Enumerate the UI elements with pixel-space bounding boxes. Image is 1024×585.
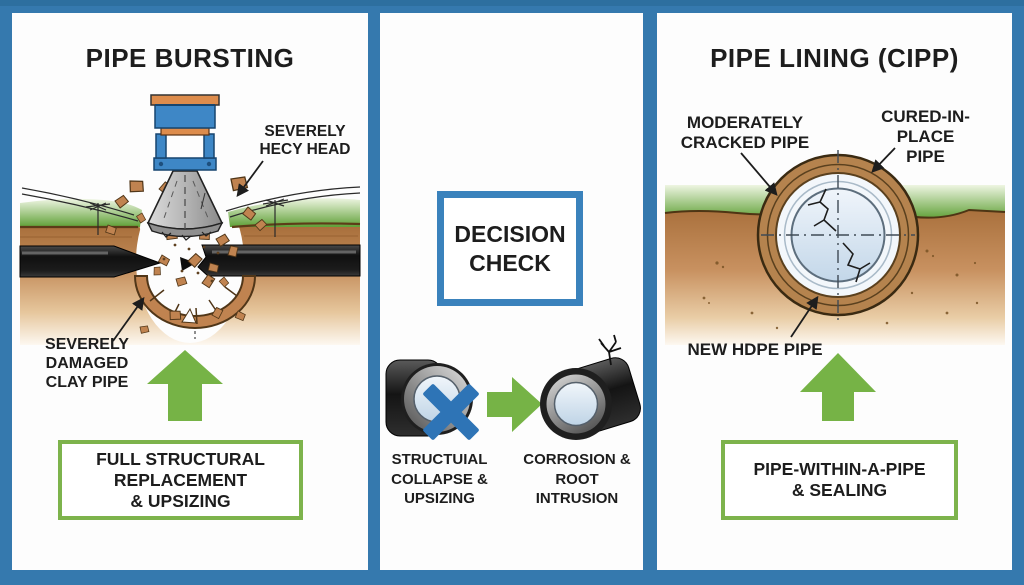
cracked-line2: CRACKED PIPE bbox=[680, 133, 810, 152]
collapse-line2: COLLAPSE & bbox=[391, 470, 488, 488]
panel-pipe-lining: PIPE LINING (CIPP) MODERATELY CRACKED PI… bbox=[657, 13, 1012, 570]
pipe-cracks bbox=[807, 188, 871, 283]
right-arrow-icon bbox=[487, 377, 542, 432]
utility-wires bbox=[21, 186, 361, 237]
root-intrusion bbox=[598, 334, 622, 366]
right-title: PIPE LINING (CIPP) bbox=[710, 43, 959, 73]
decision-line2: CHECK bbox=[469, 249, 551, 276]
corrosion-line1: CORROSION & bbox=[523, 451, 631, 468]
existing-pipe bbox=[19, 244, 361, 278]
pipe-bursting-illustration bbox=[19, 94, 361, 421]
cracked-line1: MODERATELY bbox=[686, 113, 804, 132]
cipp-line2: PIPE bbox=[906, 147, 945, 166]
clay-callout-arrow bbox=[112, 296, 145, 342]
cracked-label: MODERATELY CRACKED PIPE bbox=[675, 113, 815, 153]
cipp-line1: CURED-IN-PLACE bbox=[881, 107, 970, 146]
decision-check-box: DECISION CHECK bbox=[437, 191, 583, 306]
pipe-lining-illustration bbox=[664, 147, 1006, 421]
top-strip bbox=[0, 0, 1024, 6]
panel-decision-check: DECISION CHECK STRUCTUIAL COLLAPSE & UPS… bbox=[380, 13, 643, 570]
hdpe-label: NEW HDPE PIPE bbox=[687, 340, 823, 359]
left-title: PIPE BURSTING bbox=[85, 43, 295, 73]
right-result-line1: PIPE-WITHIN-A-PIPE bbox=[753, 459, 926, 479]
head-callout-arrow bbox=[236, 160, 264, 198]
collapse-label: STRUCTUIAL COLLAPSE & UPSIZING bbox=[382, 450, 497, 509]
collapse-line1: STRUCTUIAL bbox=[391, 451, 488, 468]
clay-label-line2: CLAY PIPE bbox=[45, 374, 129, 391]
cross-icon bbox=[423, 384, 479, 440]
debris-shards bbox=[103, 174, 269, 335]
collapse-line3: UPSIZING bbox=[404, 490, 475, 507]
corroded-pipe bbox=[540, 334, 641, 440]
clay-label: SEVERELY DAMAGED CLAY PIPE bbox=[12, 335, 162, 392]
left-result-line3: & UPSIZING bbox=[130, 490, 231, 511]
right-result-line2: & SEALING bbox=[791, 480, 888, 500]
broken-clay-pipe bbox=[133, 275, 257, 339]
head-label: SEVERELY HECY HEAD bbox=[255, 123, 355, 159]
left-result-line1: FULL STRUCTURAL bbox=[96, 448, 265, 469]
cipp-callout-arrow bbox=[871, 147, 896, 173]
lined-pipe-cross-section bbox=[756, 150, 920, 322]
clay-label-line1: SEVERELY DAMAGED bbox=[45, 336, 129, 372]
centerline-crosshair bbox=[761, 150, 915, 322]
corrosion-line2: ROOT INTRUSION bbox=[535, 470, 619, 508]
cipp-label: CURED-IN-PLACE PIPE bbox=[853, 107, 998, 167]
corrosion-label: CORROSION & ROOT INTRUSION bbox=[513, 450, 641, 509]
left-result-line2: REPLACEMENT bbox=[113, 469, 248, 490]
up-arrow-icon bbox=[800, 353, 876, 421]
panel-pipe-bursting: PIPE BURSTING SEVERELY HECY HEAD SEVEREL… bbox=[12, 13, 368, 570]
left-result-box: FULL STRUCTURAL REPLACEMENT & UPSIZING bbox=[58, 440, 303, 520]
soil-specks bbox=[702, 249, 979, 330]
cracked-callout-arrow bbox=[740, 152, 778, 196]
decision-illustration bbox=[385, 334, 641, 440]
bursting-machine bbox=[146, 94, 224, 241]
head-label-line2: HECY HEAD bbox=[259, 141, 351, 158]
hdpe-callout-arrow bbox=[790, 295, 819, 338]
up-arrow-icon bbox=[147, 350, 223, 421]
decision-line1: DECISION bbox=[454, 220, 566, 247]
head-label-line1: SEVERELY bbox=[264, 123, 346, 140]
right-result-box: PIPE-WITHIN-A-PIPE & SEALING bbox=[721, 440, 958, 520]
